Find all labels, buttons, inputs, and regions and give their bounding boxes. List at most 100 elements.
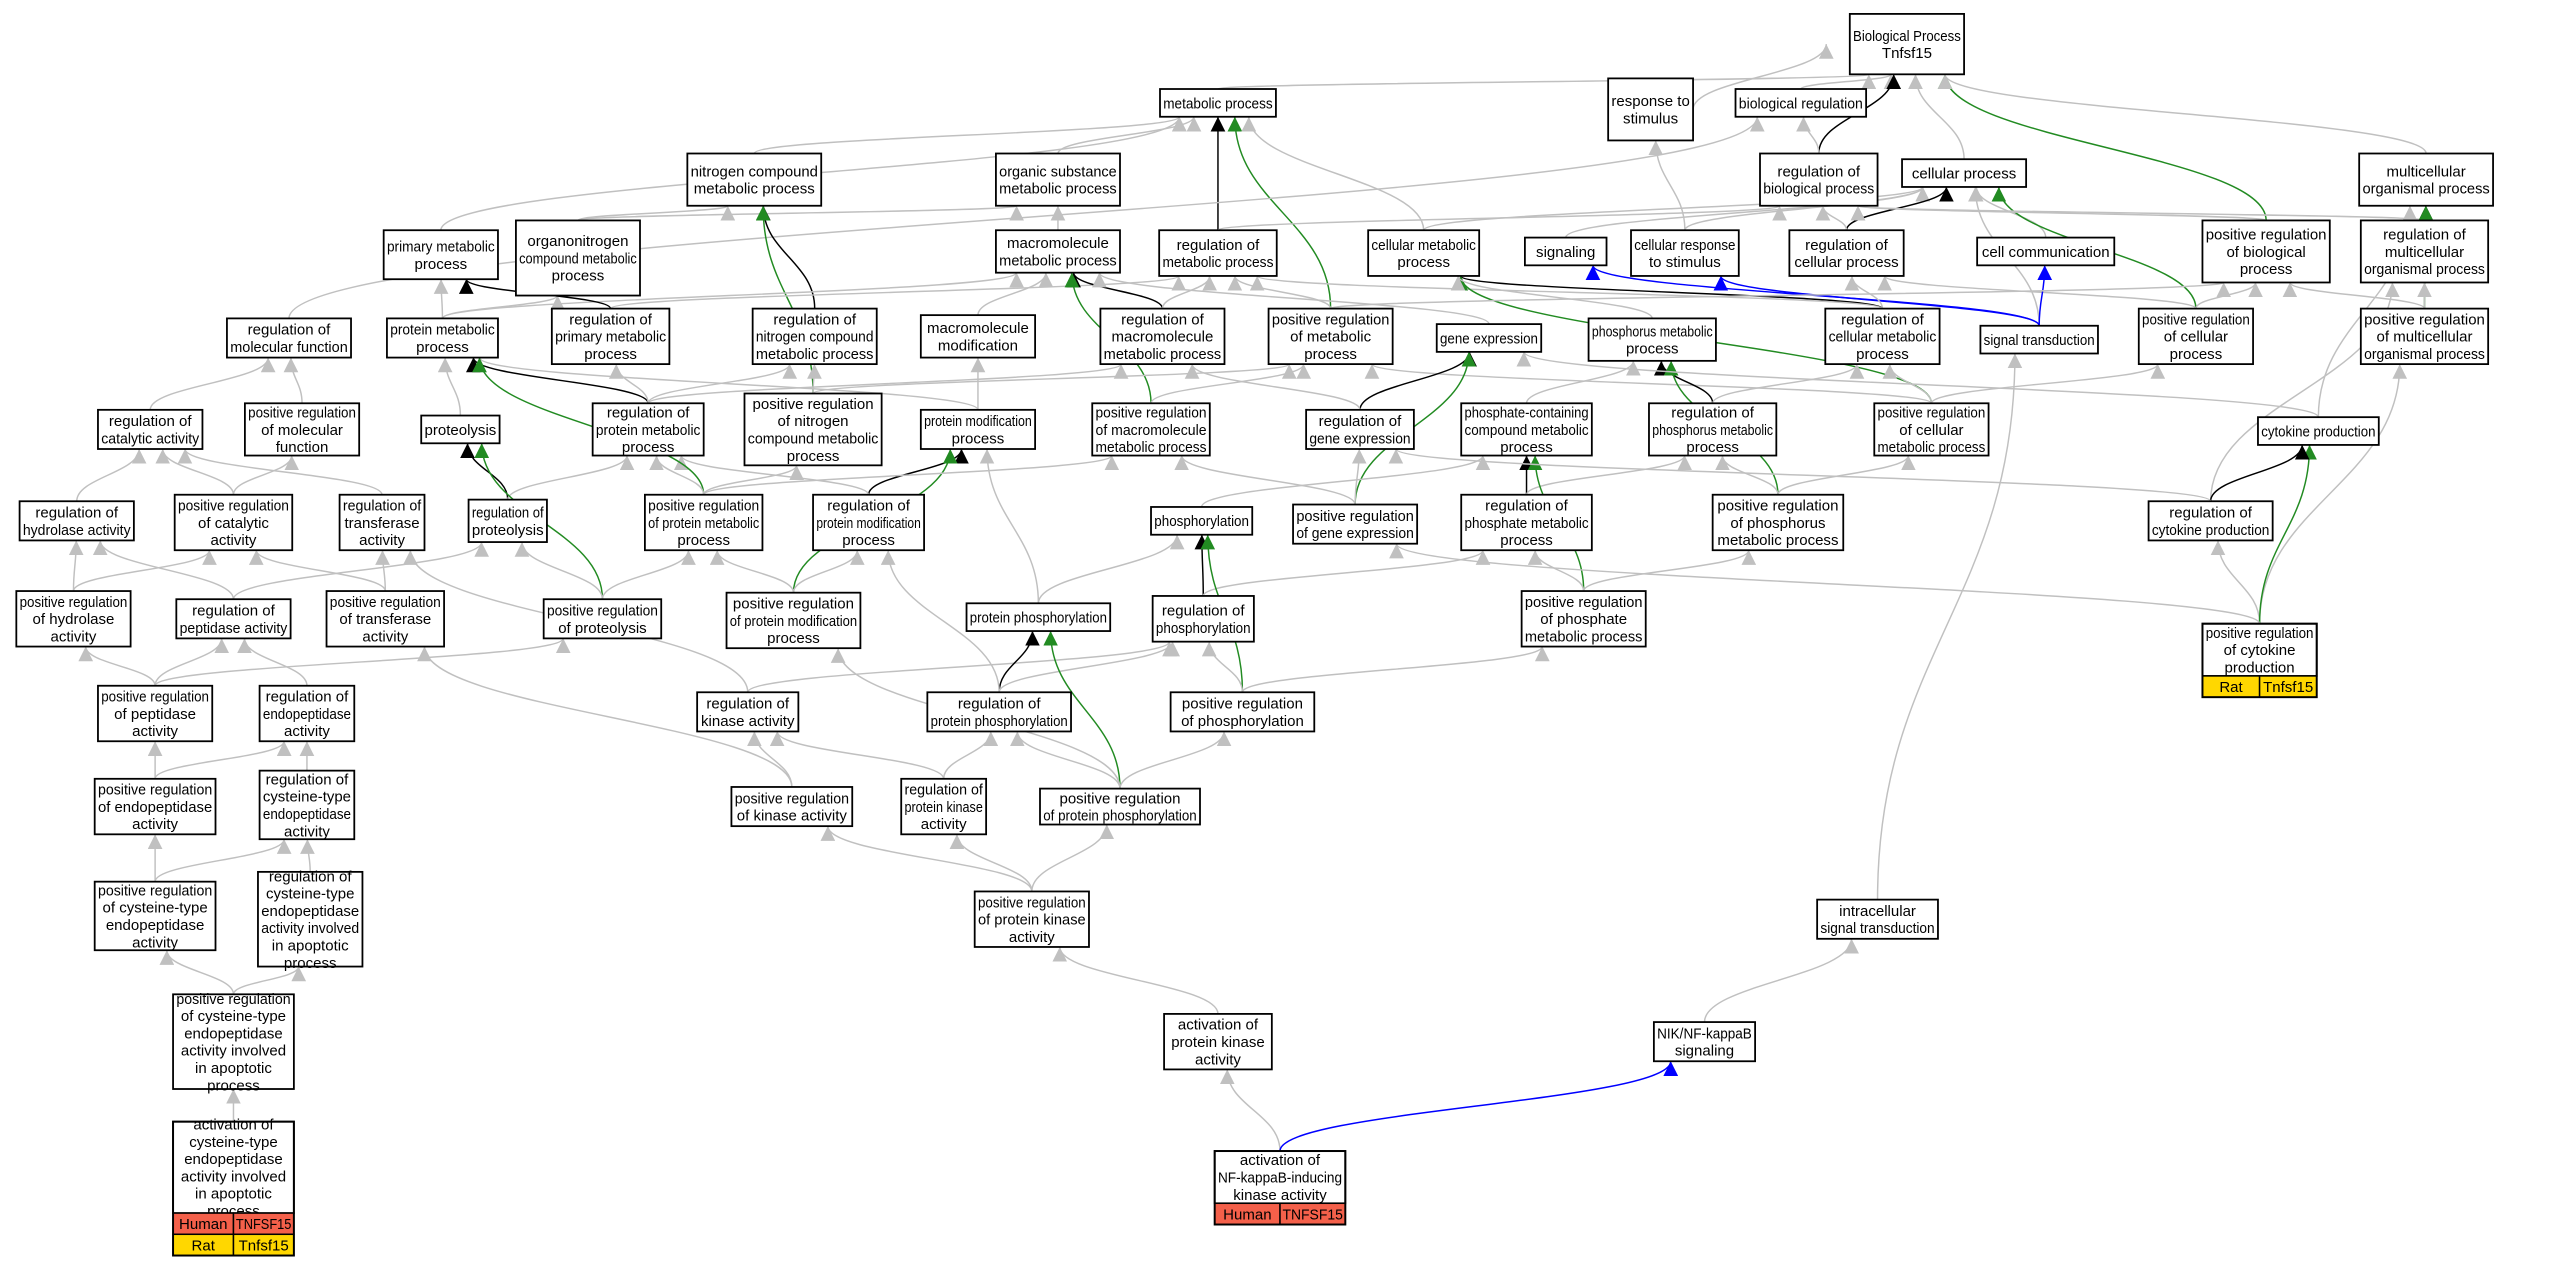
go-term-node-sig-trans[interactable]: signal transduction bbox=[1979, 324, 2099, 355]
node-box bbox=[1607, 77, 1694, 142]
edge-is-a bbox=[1241, 645, 1550, 693]
go-term-node-cell-proc[interactable]: cellular process bbox=[1901, 158, 2028, 188]
species-label: Rat bbox=[192, 1237, 216, 1254]
node-label: of catalytic bbox=[198, 515, 269, 532]
node-box bbox=[1091, 402, 1211, 457]
edge-is-a bbox=[998, 641, 1180, 693]
go-term-node-cyto-prod[interactable]: cytokine production bbox=[2257, 416, 2380, 446]
edge-is-a bbox=[1525, 455, 1692, 496]
node-label: activity bbox=[359, 532, 405, 549]
edge-is-a bbox=[237, 638, 308, 686]
go-term-node-prot-phos[interactable]: protein phosphorylation bbox=[965, 602, 1112, 632]
node-label: metabolic process bbox=[999, 253, 1117, 270]
go-term-node-proteolysis[interactable]: proteolysis bbox=[420, 414, 501, 445]
go-term-node-reg-cyst-apop[interactable]: regulation ofcysteine-typeendopeptidasea… bbox=[257, 868, 364, 972]
node-label: activity involved bbox=[261, 920, 359, 937]
node-label: activity bbox=[211, 532, 257, 549]
go-term-node-gene-expr[interactable]: gene expression bbox=[1435, 323, 1543, 353]
go-term-node-act-cyst[interactable]: activation ofcysteine-typeendopeptidasea… bbox=[172, 1116, 295, 1257]
node-label: regulation of bbox=[1177, 237, 1260, 254]
go-term-node-bio-reg[interactable]: biological regulation bbox=[1734, 88, 1868, 118]
node-box bbox=[1652, 1021, 1757, 1063]
node-label: function bbox=[276, 439, 329, 456]
go-term-node-metabolic[interactable]: metabolic process bbox=[1159, 88, 1277, 118]
node-label: of cysteine-type bbox=[181, 1008, 286, 1025]
go-term-node-phosphorylation[interactable]: phosphorylation bbox=[1150, 506, 1254, 536]
go-term-node-reg-cyst[interactable]: regulation ofcysteine-typeendopeptidasea… bbox=[258, 769, 356, 841]
go-term-node-signaling[interactable]: signaling bbox=[1524, 236, 1608, 267]
go-term-node-cell-comm[interactable]: cell communication bbox=[1976, 236, 2116, 267]
